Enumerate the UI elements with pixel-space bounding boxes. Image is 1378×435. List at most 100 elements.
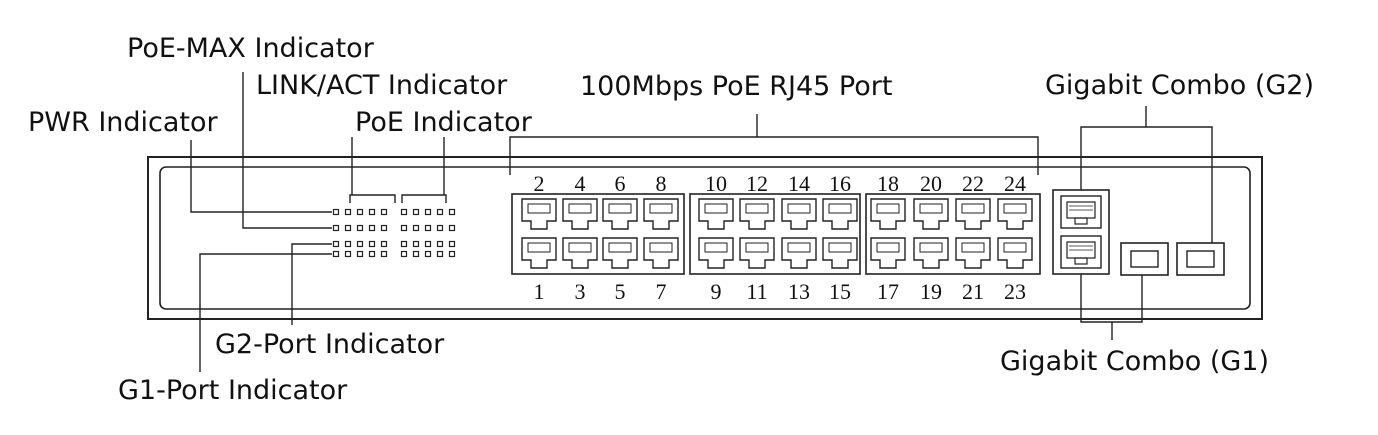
rj45-port-icon xyxy=(822,237,858,269)
sfp-port-g1 xyxy=(1120,242,1169,276)
port-number-9: 9 xyxy=(711,279,722,304)
led-dot xyxy=(368,250,376,258)
rj45-port-blocks xyxy=(511,193,1041,275)
port-number-6: 6 xyxy=(615,171,626,196)
led-dot xyxy=(448,240,456,248)
pwr-indicator-label: PWR Indicator xyxy=(28,107,218,138)
g1-port-indicator-leader xyxy=(199,253,332,372)
led-dot xyxy=(380,208,388,216)
rj45-port-icon xyxy=(870,237,906,269)
led-dot xyxy=(380,250,388,258)
rj45-port-icon xyxy=(781,237,817,269)
rj45-port-icon xyxy=(997,198,1033,230)
led-dot xyxy=(412,240,420,248)
port-number-3: 3 xyxy=(575,279,586,304)
led-dot xyxy=(368,224,376,232)
combo-rj45-port-g1 xyxy=(1060,235,1102,269)
port-block xyxy=(865,193,1041,275)
led-dot xyxy=(412,250,420,258)
poe-max-indicator-leader xyxy=(242,72,332,229)
g1-port-indicator-label: G1-Port Indicator xyxy=(118,375,348,406)
led-dot xyxy=(332,224,340,232)
led-dot xyxy=(332,240,340,248)
port-number-14: 14 xyxy=(788,171,810,196)
led-dot xyxy=(356,224,364,232)
port-number-7: 7 xyxy=(656,279,667,304)
led-dot xyxy=(344,250,352,258)
led-dot xyxy=(412,224,420,232)
led-dot xyxy=(344,224,352,232)
led-dot xyxy=(412,208,420,216)
led-dot xyxy=(400,240,408,248)
led-dot xyxy=(344,240,352,248)
rj45-port-bracket xyxy=(509,136,1039,175)
led-dot xyxy=(356,250,364,258)
poe-indicator-bracket xyxy=(401,194,447,203)
rj45-port-icon xyxy=(913,237,949,269)
link-act-indicator-bracket xyxy=(349,194,396,203)
led-dot xyxy=(368,208,376,216)
port-number-21: 21 xyxy=(962,279,984,304)
rj45-port-icon xyxy=(521,198,557,230)
port-number-4: 4 xyxy=(575,171,586,196)
led-dot xyxy=(380,224,388,232)
led-dot xyxy=(424,250,432,258)
port-number-11: 11 xyxy=(746,279,767,304)
rj45-port-icon xyxy=(602,237,638,269)
rj45-port-icon xyxy=(739,198,775,230)
rj45-port-icon xyxy=(997,237,1033,269)
rj45-ports xyxy=(521,198,1033,269)
led-dot xyxy=(448,224,456,232)
rj45-port-icon xyxy=(870,198,906,230)
port-block xyxy=(511,193,685,275)
rj45-port-icon xyxy=(521,237,557,269)
rj45-port-icon xyxy=(562,237,598,269)
port-number-16: 16 xyxy=(829,171,851,196)
port-number-10: 10 xyxy=(705,171,727,196)
port-number-2: 2 xyxy=(534,171,545,196)
led-dot xyxy=(436,250,444,258)
port-number-20: 20 xyxy=(920,171,942,196)
led-dot xyxy=(424,240,432,248)
led-dot xyxy=(436,208,444,216)
gigabit-combo-g1-bracket xyxy=(1080,274,1143,323)
rj45-port-icon xyxy=(562,198,598,230)
rj45-port-icon xyxy=(643,198,679,230)
port-number-23: 23 xyxy=(1004,279,1026,304)
port-number-13: 13 xyxy=(788,279,810,304)
led-dot xyxy=(400,250,408,258)
gigabit-combo-g2-label: Gigabit Combo (G2) xyxy=(1045,70,1314,101)
port-block xyxy=(689,193,861,275)
rj45-port-icon xyxy=(602,198,638,230)
led-dot xyxy=(356,240,364,248)
sfp-port-g2 xyxy=(1176,242,1225,276)
led-dot xyxy=(332,250,340,258)
led-dot xyxy=(424,208,432,216)
led-dot xyxy=(332,208,340,216)
led-dot xyxy=(448,250,456,258)
port-number-18: 18 xyxy=(877,171,899,196)
port-number-17: 17 xyxy=(877,279,899,304)
port-number-12: 12 xyxy=(746,171,768,196)
led-dot xyxy=(436,240,444,248)
led-dot xyxy=(368,240,376,248)
rj45-port-icon xyxy=(822,198,858,230)
rj45-port-icon xyxy=(955,198,991,230)
led-dot xyxy=(344,208,352,216)
led-dot xyxy=(436,224,444,232)
rj45-port-icon xyxy=(698,237,734,269)
port-numbers-bottom: 1 3 5 7 9 11 13 15 17 19 21 23 xyxy=(534,279,1027,304)
port-number-8: 8 xyxy=(656,171,667,196)
led-dot xyxy=(400,224,408,232)
led-dot xyxy=(424,224,432,232)
led-dot xyxy=(400,208,408,216)
rj45-port-icon xyxy=(739,237,775,269)
rj45-port-icon xyxy=(781,198,817,230)
rj45-port-icon xyxy=(698,198,734,230)
chassis-inner xyxy=(159,166,1251,310)
led-dot xyxy=(356,208,364,216)
g2-port-indicator-leader xyxy=(291,243,332,325)
poe-max-indicator-label: PoE-MAX Indicator xyxy=(127,33,374,64)
